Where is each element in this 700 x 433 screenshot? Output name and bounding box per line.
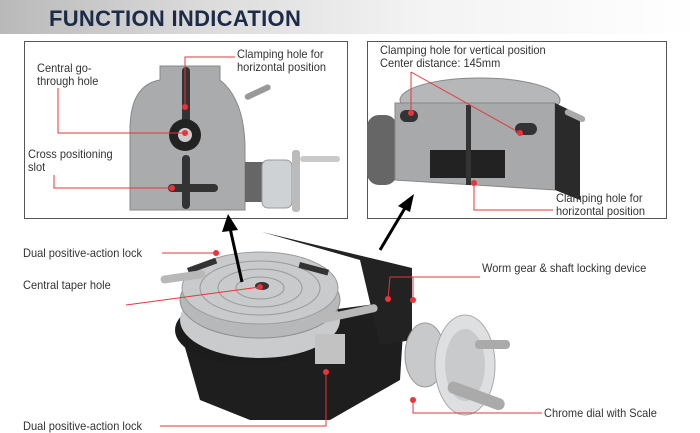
callout-lines [53, 56, 553, 427]
page-title: FUNCTION INDICATION [49, 6, 302, 31]
label-dual-lock-top: Dual positive-action lock [23, 246, 143, 260]
label-line: Clamping hole for [556, 191, 643, 205]
rotary-table [160, 232, 510, 420]
label-worm-gear-locking: Worm gear & shaft locking device [482, 261, 647, 275]
label-line: horizontal position [237, 60, 326, 74]
label-line: horizontal position [556, 204, 645, 218]
header-band: FUNCTION INDICATION [0, 0, 700, 34]
label-line: Central go- [37, 61, 92, 75]
label-line: Clamping hole for [237, 47, 324, 61]
label-chrome-dial: Chrome dial with Scale [544, 406, 657, 420]
vertical-plate-view [129, 65, 340, 212]
label-clamping-hole-horizontal-right: Clamping hole for horizontal position [556, 192, 645, 218]
label-central-go-through-hole: Central go- through hole [37, 62, 98, 88]
label-cross-positioning-slot: Cross positioning slot [28, 148, 113, 174]
label-clamping-hole-horizontal-left: Clamping hole for horizontal position [237, 48, 326, 74]
label-line: Clamping hole for vertical position [380, 43, 546, 57]
label-line: Center distance: 145mm [380, 56, 501, 70]
label-line: Cross positioning [28, 147, 113, 161]
horizontal-plate-view [367, 77, 586, 200]
label-central-taper-hole: Central taper hole [23, 278, 111, 292]
label-line: slot [28, 160, 46, 174]
callout-dots [169, 104, 523, 403]
label-line: through hole [37, 74, 99, 88]
pointer-arrows [222, 194, 414, 283]
label-dual-lock-bottom: Dual positive-action lock [23, 419, 143, 433]
label-clamping-hole-vertical: Clamping hole for vertical position Cent… [380, 44, 546, 70]
